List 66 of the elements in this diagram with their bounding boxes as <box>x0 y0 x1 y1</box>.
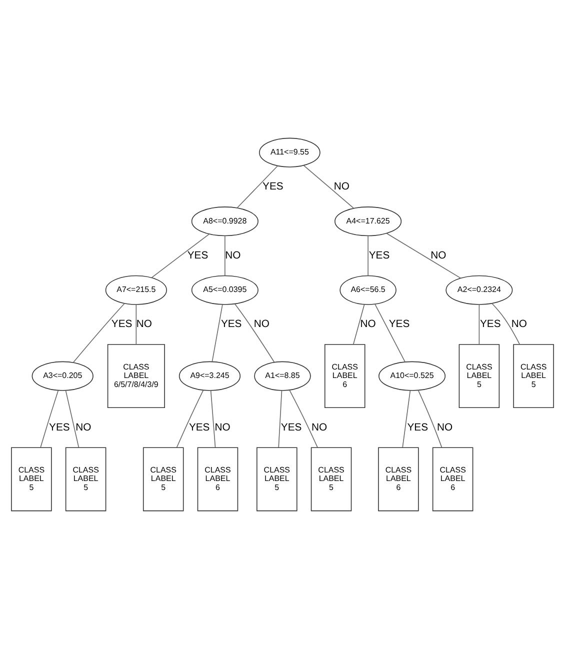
edge-label: NO <box>360 318 376 330</box>
node-ellipse: A8<=0.9928 <box>191 206 258 236</box>
edge-label: NO <box>437 422 453 433</box>
node-box: CLASS LABEL 5 <box>11 446 52 511</box>
connector <box>289 389 318 448</box>
connector <box>278 390 282 448</box>
edge-label: NO <box>225 250 241 261</box>
edge-label: YES <box>49 422 70 433</box>
node-box: CLASS LABEL 5 <box>256 446 298 511</box>
connector <box>303 164 354 208</box>
node-box: CLASS LABEL 5 <box>310 446 352 511</box>
node-box: CLASS LABEL 5 <box>513 344 554 408</box>
node-box: CLASS LABEL 5 <box>142 446 184 511</box>
connector <box>236 165 278 208</box>
connector <box>40 390 59 448</box>
connector <box>65 390 80 448</box>
edge-label: NO <box>214 422 230 433</box>
node-ellipse: A11<=9.55 <box>259 137 320 167</box>
node-ellipse: A1<=8.85 <box>254 360 311 390</box>
edge-label: YES <box>187 250 208 261</box>
node-ellipse: A6<=56.5 <box>340 274 396 304</box>
node-ellipse: A10<=0.525 <box>378 360 446 390</box>
node-ellipse: A9<=3.245 <box>178 360 241 390</box>
connector <box>212 304 223 362</box>
edge-label: NO <box>254 318 270 330</box>
connector <box>353 304 365 344</box>
connector <box>151 233 210 278</box>
connector <box>136 304 137 344</box>
edge-label: YES <box>220 318 242 330</box>
edge-label: YES <box>262 181 284 192</box>
connector <box>234 303 275 362</box>
node-box: CLASS LABEL 6 <box>197 446 238 511</box>
edge-label: NO <box>76 422 92 433</box>
connector <box>402 390 411 448</box>
node-box: CLASS LABEL 6 <box>378 446 419 511</box>
node-box: CLASS LABEL 6 <box>432 446 474 511</box>
connector <box>386 232 461 278</box>
edge-label: YES <box>388 318 410 330</box>
edge-label: NO <box>430 250 446 261</box>
edge-label: YES <box>407 422 428 433</box>
node-ellipse: A2<=0.2324 <box>446 274 513 304</box>
connector <box>374 303 406 362</box>
connector <box>176 389 204 448</box>
node-box: CLASS LABEL 5 <box>65 446 106 511</box>
node-ellipse: A4<=17.625 <box>334 206 402 236</box>
node-box: CLASS LABEL 6/5/7/8/4/3/9 <box>107 344 165 408</box>
node-box: CLASS LABEL 5 <box>458 344 500 408</box>
edge-label: NO <box>511 318 527 330</box>
connector <box>492 302 520 344</box>
connector <box>224 235 226 276</box>
connector <box>210 390 216 448</box>
connector <box>72 302 125 362</box>
node-ellipse: A5<=0.0395 <box>191 274 258 304</box>
node-ellipse: A3<=0.205 <box>32 360 94 390</box>
node-ellipse: A7<=215.5 <box>105 274 167 304</box>
edge-label: NO <box>334 181 350 192</box>
edge-label: YES <box>111 318 132 330</box>
edge-label: YES <box>280 422 302 433</box>
connector <box>418 389 442 448</box>
edge-label: YES <box>480 318 501 330</box>
connector <box>478 304 480 344</box>
edge-label: YES <box>368 250 390 261</box>
edge-label: YES <box>188 422 210 433</box>
edge-label: NO <box>136 318 152 330</box>
node-box: CLASS LABEL 6 <box>324 344 366 408</box>
edge-label: NO <box>312 422 328 433</box>
